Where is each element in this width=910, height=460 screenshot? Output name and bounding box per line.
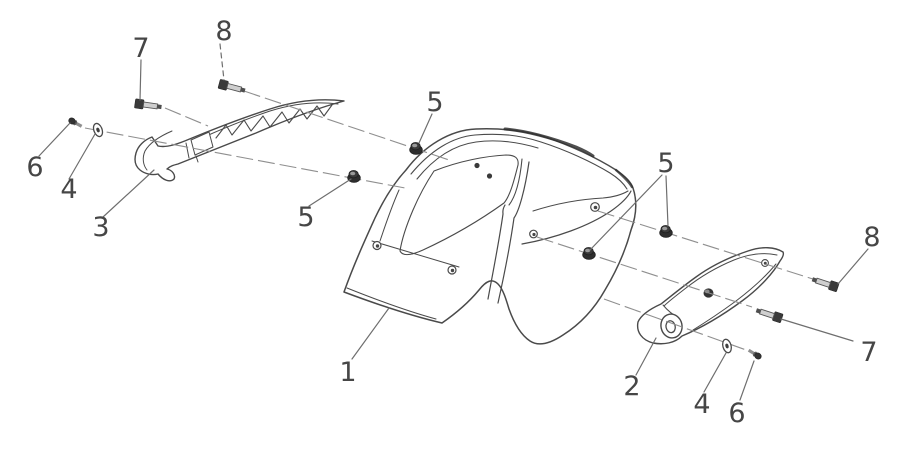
arch-tip-shading-dark (614, 168, 634, 189)
callout-label-2: 2 (623, 371, 640, 402)
right-rail-inner-bottom-line (692, 263, 777, 331)
leader-6-left (38, 122, 71, 157)
callout-label-5-right: 5 (657, 148, 674, 179)
callout-label-5-top: 5 (426, 87, 443, 118)
leader-7-left (139, 59, 142, 101)
screw-8-left (217, 78, 247, 96)
callout-label-6-right: 6 (728, 398, 745, 429)
leader-4-right (703, 352, 727, 393)
left-bracket-inner-line (142, 130, 173, 171)
leader-8-right (837, 248, 869, 285)
callout-label-1: 1 (339, 357, 356, 388)
fender-arch-tube-line (416, 140, 539, 180)
fender-mount-hole-front-right (447, 265, 457, 275)
washer-4-right (720, 337, 734, 355)
leader-1 (351, 307, 390, 360)
screw-7-right (754, 305, 784, 324)
part-2-right-rail (636, 247, 785, 345)
rear-surface-top-crease (532, 190, 629, 212)
bolt-6-right (746, 347, 763, 361)
leader-4-left (68, 133, 96, 180)
callout-label-4-right: 4 (693, 389, 710, 420)
front-panel-left-crease (379, 189, 400, 242)
arch-shading-dark (503, 127, 595, 158)
callout-label-8-right: 8 (863, 222, 880, 253)
fender-mount-hole-front-left (372, 240, 382, 251)
fender-vertical-edge-right (497, 161, 530, 304)
leader-8-left (219, 43, 225, 81)
left-rail-inner-top-line (203, 102, 339, 138)
leader-7-right (780, 318, 854, 342)
leader-5-left (308, 178, 352, 207)
callout-label-8-left: 8 (215, 16, 232, 47)
rear-surface-sweep-crease (521, 190, 632, 245)
fender-mount-hole-rear-lower (529, 229, 538, 239)
left-bracket-step-detail (185, 142, 199, 163)
flange-nut-5-top (409, 142, 423, 155)
fender-tube-end-line (508, 158, 523, 206)
fender-vertical-edge-left (487, 204, 506, 300)
fender-outline (343, 128, 637, 345)
right-rail-boss (660, 313, 683, 339)
right-rail-inner-top-line (663, 253, 778, 307)
part-1-fender-body (343, 127, 637, 345)
callout-labels: 1 2 3 4 4 5 5 5 6 6 7 7 8 8 (26, 16, 880, 429)
fender-mount-hole-rear-upper (590, 202, 600, 212)
callout-label-7-left: 7 (132, 33, 149, 64)
left-rail-serration (215, 104, 333, 139)
seat-panel-stud-hole (486, 173, 493, 179)
axis-right-middle (536, 236, 753, 308)
leader-2 (635, 337, 657, 376)
callout-label-5-left: 5 (297, 202, 314, 233)
leader-5-top (418, 113, 433, 144)
leader-3 (102, 169, 155, 218)
fender-arch-inner-line (410, 133, 628, 190)
right-rail-tip-hole (761, 259, 769, 267)
flange-nut-5-right-upper (659, 225, 673, 238)
seat-panel-outline (399, 154, 519, 256)
axis-right-lower (603, 298, 750, 352)
callout-label-7-right: 7 (860, 337, 877, 368)
leader-5-right-b (665, 175, 669, 227)
callout-label-6-left: 6 (26, 152, 43, 183)
screw-8-right (810, 274, 840, 293)
part-3-left-rail (134, 99, 345, 182)
front-panel-rolled-edge (346, 287, 437, 320)
callout-label-3: 3 (92, 212, 109, 243)
axis-screw7-left (164, 107, 209, 127)
seat-panel-stud-hole (474, 162, 480, 169)
axis-right-upper (597, 210, 817, 281)
callout-label-4-left: 4 (60, 174, 77, 205)
screw-7-left (133, 98, 163, 113)
leader-5-right-a (589, 174, 663, 251)
front-panel-crease (371, 240, 460, 268)
left-rail-outline (134, 99, 345, 182)
leader-6-right (739, 360, 755, 401)
callout-leader-lines (38, 43, 869, 401)
